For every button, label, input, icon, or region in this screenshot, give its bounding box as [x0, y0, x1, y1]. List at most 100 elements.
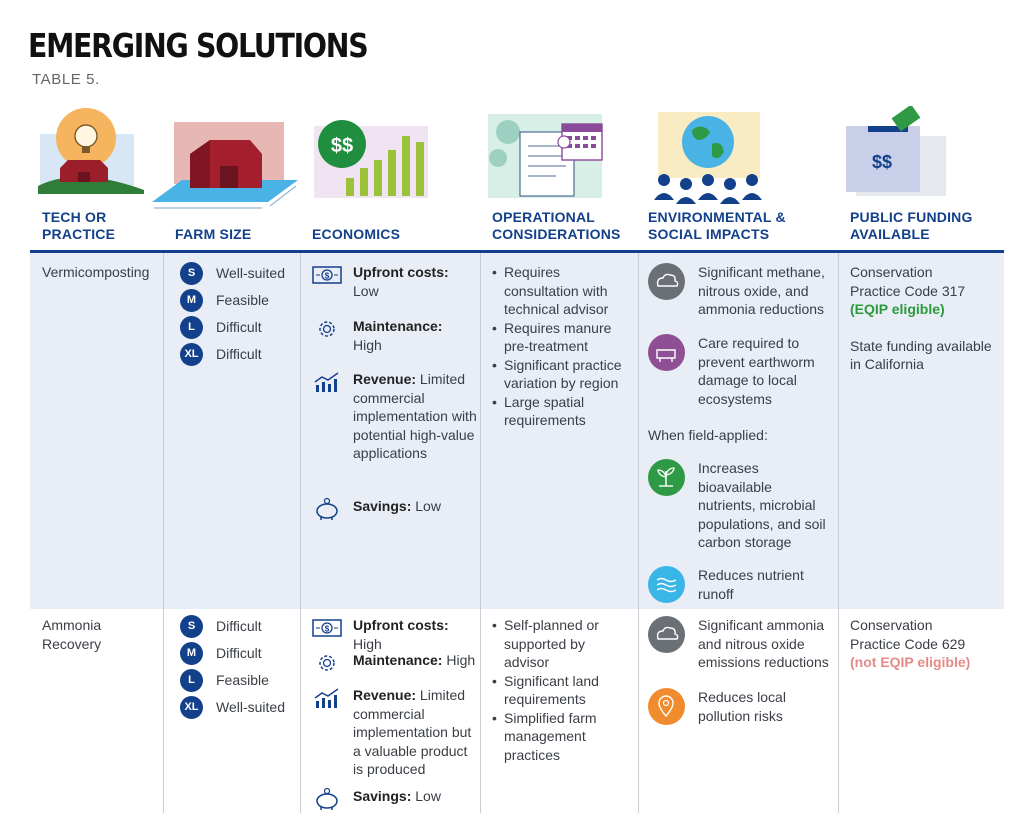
column-header-line — [175, 209, 251, 226]
globe-people-illustration — [654, 112, 762, 204]
upfront-cost-icon: $ — [312, 619, 342, 637]
economics-value: Limited commercial implementation but a … — [353, 687, 472, 777]
economics-label: Revenue: — [353, 687, 417, 703]
operations-item: Requires manure pre-treatment — [492, 319, 632, 356]
economics-label: Upfront costs: — [353, 264, 449, 280]
size-rating: Difficult — [216, 618, 262, 634]
size-rating: Well-suited — [216, 699, 285, 715]
impact-text: Reduces local pollution risks — [698, 689, 786, 724]
operations-illustration — [488, 114, 603, 198]
column-header-operations: OPERATIONAL CONSIDERATIONS — [492, 209, 621, 243]
economics-label: Upfront costs: — [353, 617, 449, 633]
farm-sun-illustration — [38, 108, 144, 194]
size-badge: M — [180, 642, 203, 665]
operations-item: Large spatial requirements — [492, 393, 632, 430]
animal-icon — [648, 334, 685, 371]
size-rating: Feasible — [216, 672, 269, 688]
column-header-line: PRACTICE — [42, 226, 116, 242]
farm-size-item: S Well-suited — [180, 262, 310, 286]
size-badge: S — [180, 615, 203, 638]
size-rating: Difficult — [216, 319, 262, 335]
economics-label: Maintenance: — [353, 652, 443, 668]
tech-name: Vermicomposting — [42, 264, 150, 280]
economics-value: Limited commercial implementation with p… — [353, 371, 477, 461]
maintenance-gear-icon — [319, 655, 335, 671]
size-badge: XL — [180, 343, 203, 366]
column-divider — [638, 253, 639, 813]
table-label: TABLE 5. — [32, 71, 100, 88]
column-header-line: ENVIRONMENTAL & — [648, 209, 786, 225]
size-rating: Feasible — [216, 292, 269, 308]
funding-cell: Conservation Practice Code 629 (not EQIP… — [850, 616, 1000, 672]
impact-text: Care required to prevent earthworm damag… — [698, 335, 815, 407]
size-badge: S — [180, 262, 203, 285]
column-header-line: FARM SIZE — [175, 226, 252, 242]
economics-value: Low — [415, 498, 441, 514]
size-rating: Difficult — [216, 645, 262, 661]
economics-text: Maintenance: High — [353, 651, 481, 670]
sprout-icon — [648, 459, 685, 496]
farm-size-illustration — [152, 122, 298, 209]
column-header-impacts: ENVIRONMENTAL & SOCIAL IMPACTS — [648, 209, 786, 243]
co2-cloud-icon — [648, 263, 685, 300]
impact-text: Reduces nutrient runoff — [698, 567, 804, 602]
operations-item: Significant practice variation by region — [492, 356, 632, 393]
savings-piggy-icon — [316, 787, 338, 810]
column-header-line: AVAILABLE — [850, 226, 930, 242]
page-title: EMERGING SOLUTIONS — [28, 26, 369, 65]
column-header-line: OPERATIONAL — [492, 209, 596, 225]
economics-value: Low — [415, 788, 441, 804]
impact-note: When field-applied: — [648, 427, 768, 443]
location-pin-icon — [648, 688, 685, 725]
economics-label: Savings: — [353, 788, 412, 804]
impact-text: Increases bioavailable nutrients, microb… — [698, 460, 826, 550]
column-divider — [300, 253, 301, 813]
svg-text:$: $ — [325, 625, 330, 634]
farm-size-item: L Difficult — [180, 316, 310, 340]
size-badge: M — [180, 289, 203, 312]
column-divider — [838, 253, 839, 813]
size-badge: L — [180, 669, 203, 692]
column-header-farm-size: FARM SIZE — [175, 209, 251, 243]
maintenance-gear-icon — [319, 321, 335, 337]
funding-extra: State funding available in California — [850, 337, 992, 373]
tech-name: Ammonia Recovery — [42, 617, 102, 652]
economics-value: High — [446, 652, 476, 668]
funding-code: Conservation Practice Code 629 — [850, 617, 966, 652]
economics-value: High — [353, 336, 382, 353]
farm-size-item: S Difficult — [180, 615, 310, 639]
farm-size-item: M Difficult — [180, 642, 310, 666]
revenue-chart-icon — [314, 688, 339, 708]
operations-item: Requires consultation with technical adv… — [492, 263, 632, 319]
economics-text: Upfront costs: Low — [353, 263, 478, 300]
savings-piggy-icon — [316, 497, 338, 520]
water-waves-icon — [648, 566, 685, 603]
funding-code: Conservation Practice Code 317 — [850, 264, 966, 299]
column-header-funding: PUBLIC FUNDING AVAILABLE — [850, 209, 973, 243]
operations-list: Requires consultation with technical adv… — [492, 263, 632, 430]
impact-text: Significant ammonia and nitrous oxide em… — [698, 617, 829, 670]
size-rating: Difficult — [216, 346, 262, 362]
operations-item: Self-planned or supported by advisor — [492, 616, 632, 672]
economics-value: Low — [353, 282, 379, 299]
operations-item: Simplified farm management practices — [492, 709, 632, 765]
column-header-tech: TECH OR PRACTICE — [42, 209, 115, 243]
size-rating: Well-suited — [216, 265, 285, 281]
column-header-line: PUBLIC FUNDING — [850, 209, 973, 225]
size-badge: XL — [180, 696, 203, 719]
column-header-economics: ECONOMICS — [312, 209, 400, 243]
operations-list: Self-planned or supported by advisor Sig… — [492, 616, 632, 764]
economics-illustration: $$ — [314, 120, 428, 198]
header-rule — [30, 250, 1004, 253]
economics-text: Savings: Low — [353, 497, 478, 516]
economics-text: Revenue: Limited commercial implementati… — [353, 370, 478, 463]
column-header-line: CONSIDERATIONS — [492, 226, 621, 242]
farm-size-item: L Feasible — [180, 669, 310, 693]
eligibility-status: (not EQIP eligible) — [850, 654, 971, 670]
column-header-line — [312, 209, 400, 226]
impact-text: Significant methane, nitrous oxide, and … — [698, 264, 825, 317]
economics-text: Revenue: Limited commercial implementati… — [353, 686, 478, 779]
column-header-line: TECH OR — [42, 209, 107, 225]
farm-size-item: XL Well-suited — [180, 696, 310, 720]
economics-text: Maintenance:High — [353, 317, 478, 354]
